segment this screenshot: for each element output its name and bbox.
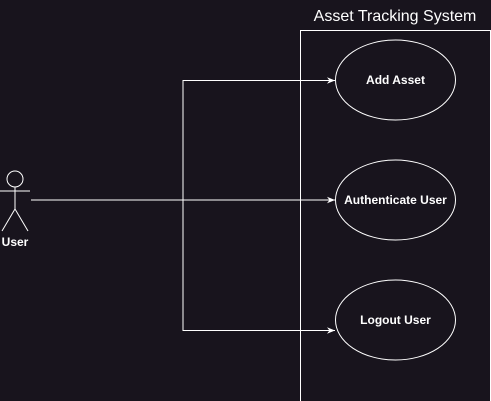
- actor-head: [6, 170, 24, 188]
- association-add-asset: [182, 77, 335, 200]
- actor-label: User: [2, 235, 29, 249]
- association-logout: [182, 200, 335, 334]
- use-case-label: Authenticate User: [344, 193, 447, 207]
- use-case-add-asset: Add Asset: [335, 39, 456, 121]
- system-title: Asset Tracking System: [314, 8, 477, 25]
- actor-right-leg: [14, 208, 29, 232]
- use-case-authenticate-user: Authenticate User: [335, 159, 456, 241]
- use-case-ellipse: [335, 159, 456, 241]
- actor-user: [0, 170, 30, 232]
- actor-left-leg: [1, 208, 16, 232]
- use-case-logout-user: Logout User: [335, 279, 456, 361]
- use-case-ellipse: [335, 39, 456, 121]
- use-case-ellipse: [335, 279, 456, 361]
- use-case-label: Add Asset: [366, 73, 425, 87]
- use-case-label: Logout User: [360, 313, 431, 327]
